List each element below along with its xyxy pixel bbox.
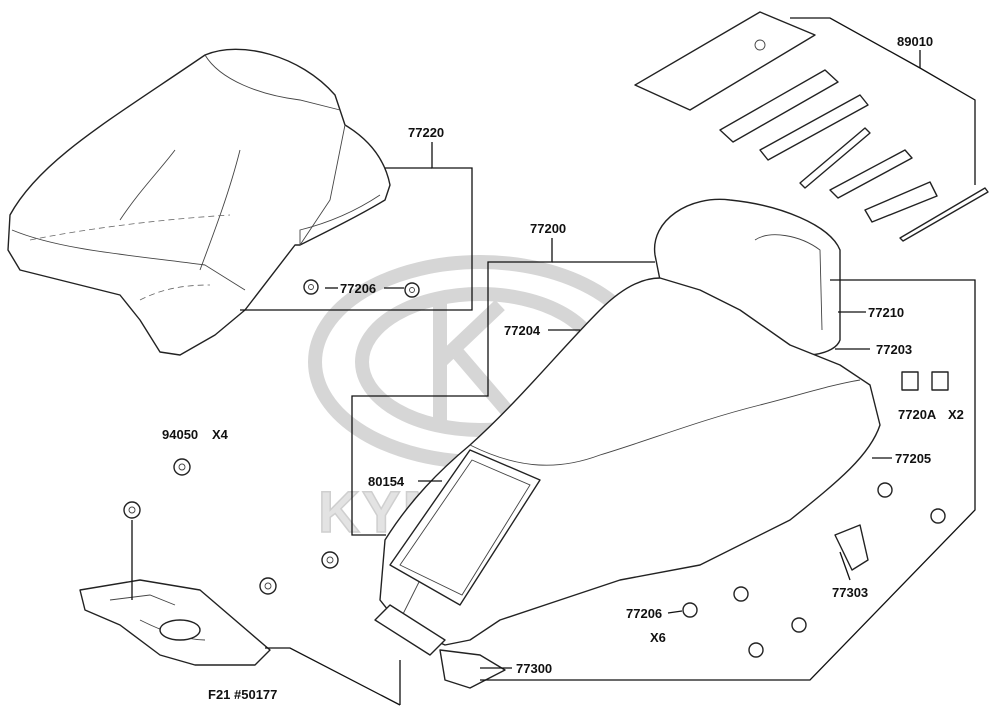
part-labels: 89010 77220 77206 77200 77204 77210 7720… [162, 34, 964, 702]
label-7720a-qty: X2 [948, 407, 964, 422]
nut-icon [748, 642, 764, 658]
label-77300: 77300 [516, 661, 552, 676]
nut-icon [259, 577, 277, 595]
nut-icon [303, 279, 319, 295]
label-77203: 77203 [876, 342, 912, 357]
nut-icon [321, 551, 339, 569]
nut-icon [123, 501, 141, 519]
label-77206-seat: 77206 [626, 606, 662, 621]
nut-icon [930, 508, 946, 524]
label-77303: 77303 [832, 585, 868, 600]
nut-icon [791, 617, 807, 633]
label-77205: 77205 [895, 451, 931, 466]
label-7720a: 7720A [898, 407, 937, 422]
label-77220: 77220 [408, 125, 444, 140]
nuts [123, 279, 946, 658]
nut-icon [733, 586, 749, 602]
label-77204: 77204 [504, 323, 541, 338]
label-77200: 77200 [530, 221, 566, 236]
label-frame-ref: F21 #50177 [208, 687, 277, 702]
label-94050: 94050 [162, 427, 198, 442]
label-77206-rear: 77206 [340, 281, 376, 296]
nut-icon [173, 458, 191, 476]
tool-kit-drawing [634, 11, 989, 242]
rear-seat-drawing [7, 48, 391, 356]
label-89010: 89010 [897, 34, 933, 49]
label-80154: 80154 [368, 474, 405, 489]
nut-icon [682, 602, 698, 618]
nut-icon [877, 482, 893, 498]
label-94050-qty: X4 [212, 427, 229, 442]
label-77210: 77210 [868, 305, 904, 320]
nut-icon [404, 282, 420, 298]
hinge-plate-drawing [79, 520, 401, 706]
main-seat-drawing [374, 198, 949, 689]
label-77206-qty: X6 [650, 630, 666, 645]
leader-lines [240, 17, 976, 705]
